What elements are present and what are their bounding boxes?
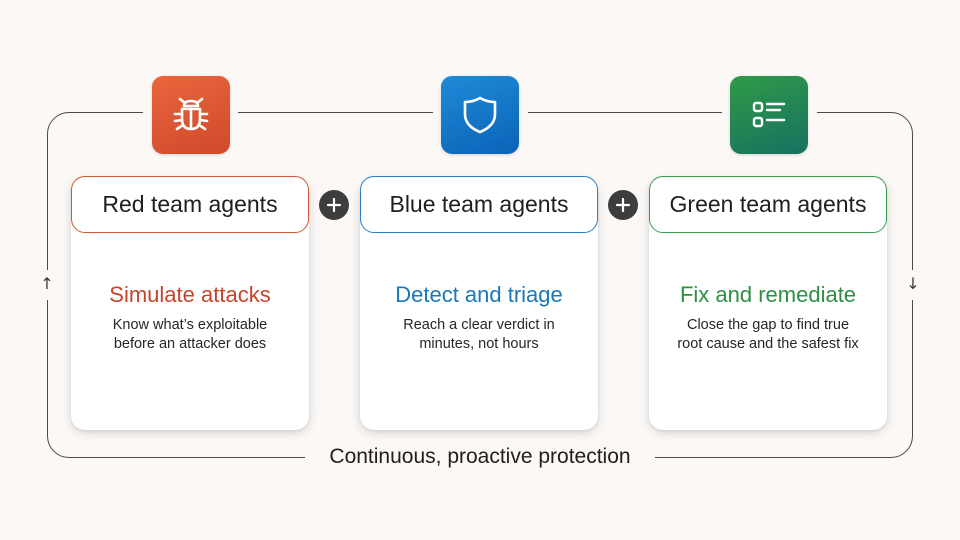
blue-team-title: Blue team agents xyxy=(360,176,598,233)
description-line: Know what’s exploitable xyxy=(112,317,268,333)
shield-icon xyxy=(463,96,497,134)
blue-team-heading: Detect and triage xyxy=(395,282,563,307)
blue-team-description: Reach a clear verdict in minutes, not ho… xyxy=(360,316,598,354)
green-team-tile xyxy=(730,76,808,154)
green-team-description: Close the gap to find true root cause an… xyxy=(649,316,887,354)
green-team-title: Green team agents xyxy=(649,176,887,233)
description-line: Reach a clear verdict in xyxy=(403,317,555,333)
red-team-tile xyxy=(152,76,230,154)
frame-gap xyxy=(305,448,655,468)
description-line: Close the gap to find true xyxy=(686,317,850,333)
red-team-description: Know what’s exploitable before an attack… xyxy=(71,316,309,354)
plus-icon xyxy=(608,190,638,220)
red-team-heading: Simulate attacks xyxy=(109,282,271,307)
checklist-icon xyxy=(752,101,786,128)
blue-team-tile xyxy=(441,76,519,154)
frame-gap xyxy=(902,270,924,300)
frame-gap xyxy=(36,270,58,300)
description-line: root cause and the safest fix xyxy=(677,336,859,352)
red-team-title: Red team agents xyxy=(71,176,309,233)
plus-icon xyxy=(319,190,349,220)
green-team-heading: Fix and remediate xyxy=(679,282,857,307)
bug-icon xyxy=(173,97,209,131)
arrow-up-icon: ↑ xyxy=(40,274,54,293)
description-line: minutes, not hours xyxy=(419,336,539,352)
description-line: before an attacker does xyxy=(113,336,267,352)
loop-label: Continuous, proactive protection xyxy=(329,445,631,468)
arrow-down-icon: ↓ xyxy=(906,274,920,293)
